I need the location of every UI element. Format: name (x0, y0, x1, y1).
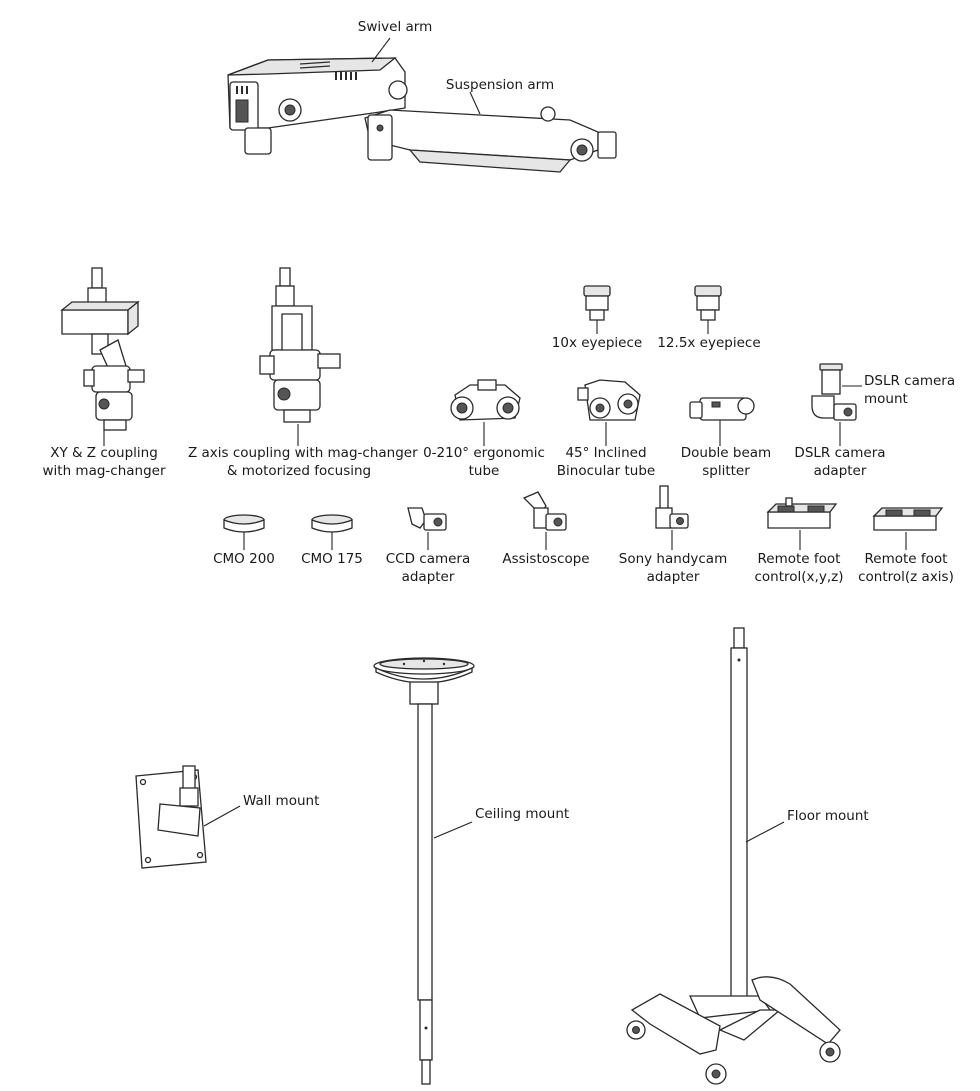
assistoscope-illustration (522, 491, 567, 531)
wall-mount-illustration (135, 765, 207, 869)
remote-foot-xyz-label-line1: Remote foot (757, 551, 841, 567)
xy-z-coupling-label-line1: XY & Z coupling (50, 445, 158, 461)
z-axis-coupling-label-line2: & motorized focusing (226, 463, 372, 479)
ccd-camera-adapter-illustration (407, 507, 447, 531)
remote-foot-control-z-illustration (872, 507, 944, 531)
cmo-175-label: CMO 175 (301, 551, 363, 567)
floor-mount-leader (745, 821, 785, 843)
remote-foot-z-label-line2: control(z axis) (858, 569, 954, 585)
dslr-mount-label-line2: mount (864, 391, 908, 407)
remote-foot-xyz-label-line2: control(x,y,z) (754, 569, 844, 585)
ceiling-mount-illustration (373, 657, 475, 1085)
ergonomic-tube-label-line1: 0-210° ergonomic (423, 445, 545, 461)
eyepiece-12-5x-label: 12.5x eyepiece (657, 335, 761, 351)
beam-splitter-label-line2: splitter (702, 463, 750, 479)
ergonomic-tube-label-line2: tube (468, 463, 500, 479)
suspension-arm-label: Suspension arm (445, 77, 555, 93)
swivel-arm-leader (371, 37, 391, 63)
ceiling-mount-leader (433, 821, 473, 839)
sony-handycam-adapter-illustration (655, 485, 689, 529)
inclined-tube-label-line2: Binocular tube (556, 463, 656, 479)
suspension-arm-illustration (364, 106, 617, 173)
sony-adapter-label-line1: Sony handycam (618, 551, 728, 567)
dslr-adapter-label-line2: adapter (813, 463, 867, 479)
suspension-arm-leader (469, 91, 481, 115)
xy-z-coupling-illustration (60, 267, 145, 431)
double-beam-splitter-illustration (689, 397, 755, 421)
cmo-200-illustration (223, 514, 265, 533)
dslr-adapter-label-line1: DSLR camera (794, 445, 886, 461)
swivel-arm-illustration (227, 57, 408, 155)
floor-mount-illustration (626, 627, 841, 1085)
z-axis-coupling-label-line1: Z axis coupling with mag-changer (188, 445, 418, 461)
ccd-adapter-label-line2: adapter (401, 569, 455, 585)
z-axis-coupling-illustration (259, 267, 341, 423)
ccd-adapter-label-line1: CCD camera (385, 551, 471, 567)
floor-mount-label: Floor mount (787, 808, 869, 824)
beam-splitter-label-line1: Double beam (680, 445, 772, 461)
dslr-mount-label-line1: DSLR camera (864, 373, 956, 389)
eyepiece-12-5x-illustration (694, 285, 722, 321)
dslr-camera-adapter-illustration (811, 363, 857, 421)
swivel-arm-label: Swivel arm (357, 19, 433, 35)
cmo-200-label: CMO 200 (213, 551, 275, 567)
inclined-tube-label-line1: 45° Inclined (565, 445, 647, 461)
eyepiece-10x-label: 10x eyepiece (551, 335, 643, 351)
xy-z-coupling-label-line2: with mag-changer (42, 463, 166, 479)
wall-mount-leader (203, 805, 241, 827)
ergonomic-tube-illustration (450, 379, 521, 421)
eyepiece-10x-illustration (583, 285, 611, 321)
sony-adapter-label-line2: adapter (646, 569, 700, 585)
remote-foot-z-label-line1: Remote foot (864, 551, 948, 567)
assistoscope-label: Assistoscope (502, 551, 590, 567)
wall-mount-label: Wall mount (243, 793, 320, 809)
remote-foot-control-xyz-illustration (766, 497, 838, 529)
cmo-175-illustration (311, 514, 353, 533)
inclined-binocular-tube-illustration (577, 379, 641, 421)
ceiling-mount-label: Ceiling mount (475, 806, 570, 822)
